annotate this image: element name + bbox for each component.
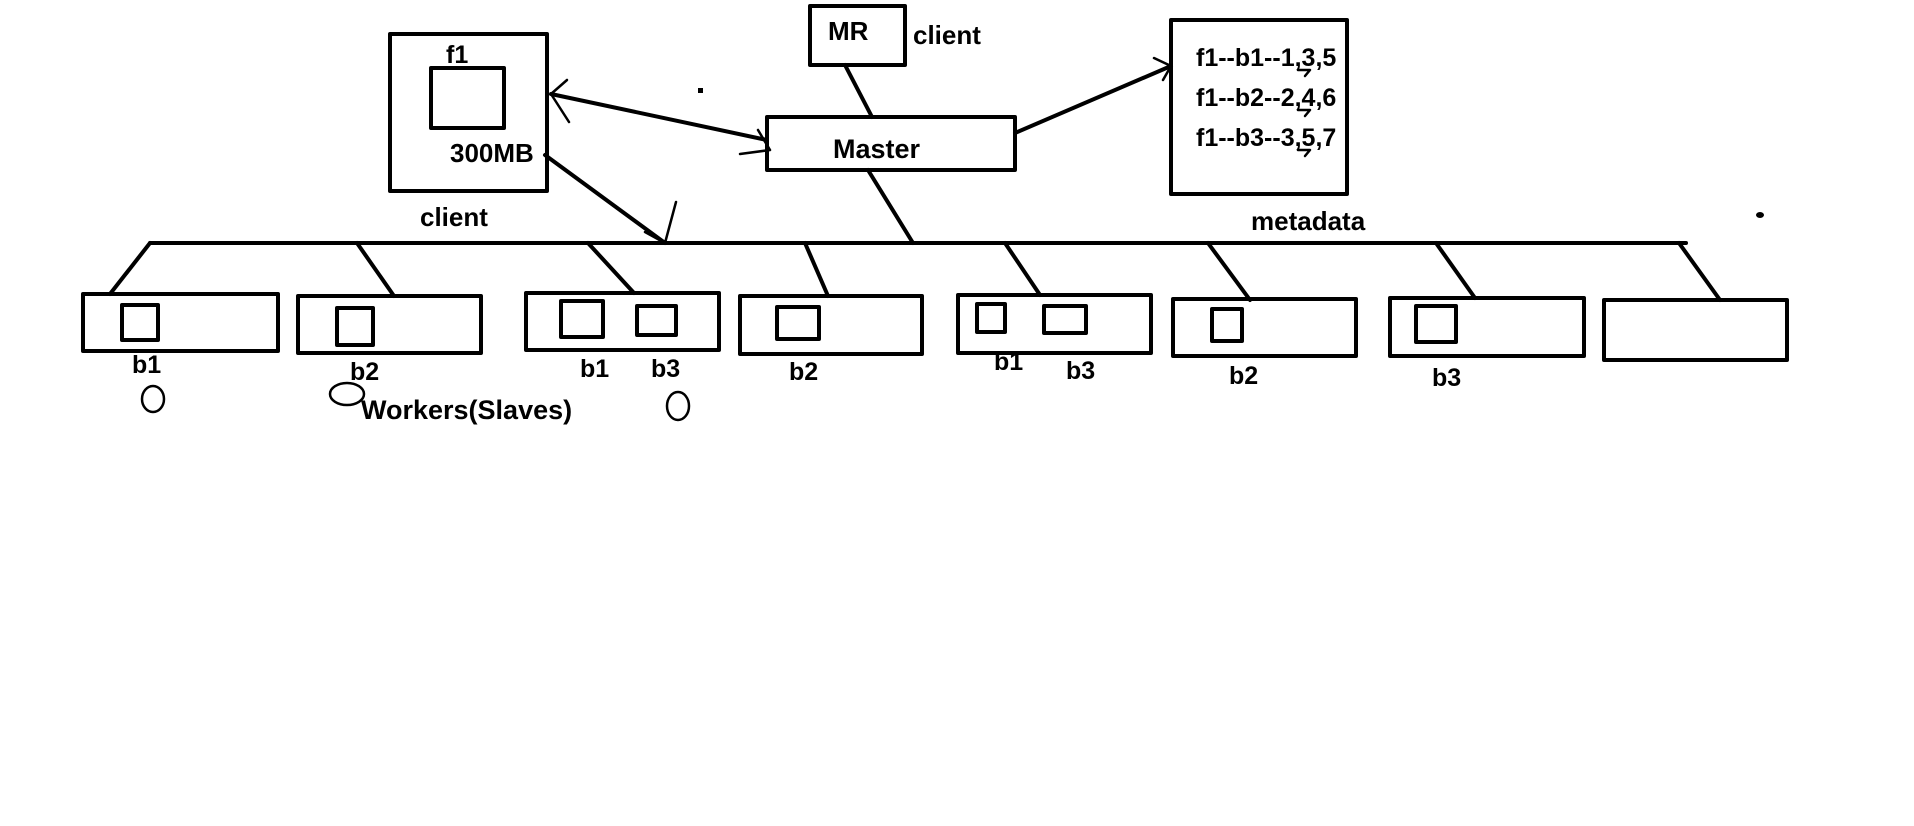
master-arrowhead (738, 128, 772, 156)
workers-arrowhead (643, 200, 678, 245)
metadata-box (1169, 18, 1349, 196)
block-label: b1 (580, 355, 609, 383)
worker-node: b2 (1171, 241, 1358, 390)
block-box (1210, 307, 1244, 343)
client-file-box (388, 32, 549, 193)
master-to-client-arrow (549, 92, 769, 142)
block-label: b1 (994, 348, 1023, 376)
worker-link (1003, 241, 1042, 297)
metadata-line-2: f1--b2--2,4,6 (1196, 84, 1336, 112)
worker-box (1388, 296, 1586, 358)
worker-box (81, 292, 280, 353)
block-box (1414, 304, 1458, 344)
worker-node: b2 (296, 241, 483, 386)
worker-link (355, 241, 396, 298)
metadata-arrowhead (1152, 56, 1173, 82)
underline-mark-3 (1296, 148, 1312, 158)
file-name-label: f1 (446, 41, 468, 69)
workers-caption: Workers(Slaves) (361, 395, 572, 425)
block-label: b2 (350, 358, 379, 386)
client-arrowhead (549, 78, 571, 124)
worker-box (1602, 298, 1789, 362)
stray-dot (698, 88, 703, 93)
master-label: Master (833, 134, 921, 164)
worker-node: b3 (1388, 241, 1586, 392)
client-to-workers-arrow (543, 153, 667, 245)
block-label: b1 (132, 351, 161, 379)
metadata-caption: metadata (1251, 206, 1366, 236)
metadata-node: f1--b1--1,3,5 f1--b2--2,4,6 f1--b3--3,5,… (1169, 18, 1349, 196)
task-circle (665, 390, 691, 422)
mr-client-node: MR (808, 4, 907, 67)
worker-box (524, 291, 721, 352)
stray-dot (1756, 212, 1764, 218)
task-circle (328, 381, 366, 407)
block-label: b3 (1066, 357, 1095, 385)
client-caption: client (420, 202, 488, 232)
block-box (775, 305, 821, 341)
master-node: Master (765, 115, 1017, 172)
mr-to-master-line (843, 63, 874, 119)
worker-box (738, 294, 924, 356)
worker-node: b1 (81, 241, 280, 379)
block-box (1042, 304, 1088, 335)
worker-node: b1 b3 (524, 241, 721, 383)
worker-link (108, 241, 152, 296)
worker-link (1434, 241, 1477, 300)
mr-client-caption: client (913, 20, 981, 50)
underline-mark-1 (1296, 68, 1312, 78)
worker-link (586, 241, 636, 295)
block-label: b3 (651, 355, 680, 383)
mr-label: MR (828, 16, 869, 46)
worker-box (296, 294, 483, 355)
task-circle (140, 384, 166, 414)
worker-node: b2 (738, 241, 924, 386)
worker-link (1206, 241, 1252, 302)
worker-box (956, 293, 1153, 355)
worker-node (1602, 241, 1789, 362)
block-box (635, 304, 678, 337)
file-size-label: 300MB (450, 138, 534, 168)
file-block-box (429, 66, 506, 130)
client-file-node: f1 300MB (388, 32, 549, 193)
block-box (335, 306, 375, 347)
worker-box (1171, 297, 1358, 358)
block-label: b2 (789, 358, 818, 386)
worker-node: b1 b3 (956, 241, 1153, 385)
block-label: b2 (1229, 362, 1258, 390)
block-box (975, 302, 1007, 334)
metadata-line-3: f1--b3--3,5,7 (1196, 124, 1336, 152)
block-label: b3 (1432, 364, 1461, 392)
worker-link (803, 241, 830, 298)
master-to-metadata-arrow (1013, 64, 1173, 135)
master-to-bus-line (866, 168, 915, 245)
metadata-line-1: f1--b1--1,3,5 (1196, 44, 1336, 72)
block-box (120, 303, 160, 342)
worker-link (1677, 241, 1722, 302)
underline-mark-2 (1296, 108, 1312, 118)
mr-box (808, 4, 907, 67)
block-box (559, 299, 605, 339)
